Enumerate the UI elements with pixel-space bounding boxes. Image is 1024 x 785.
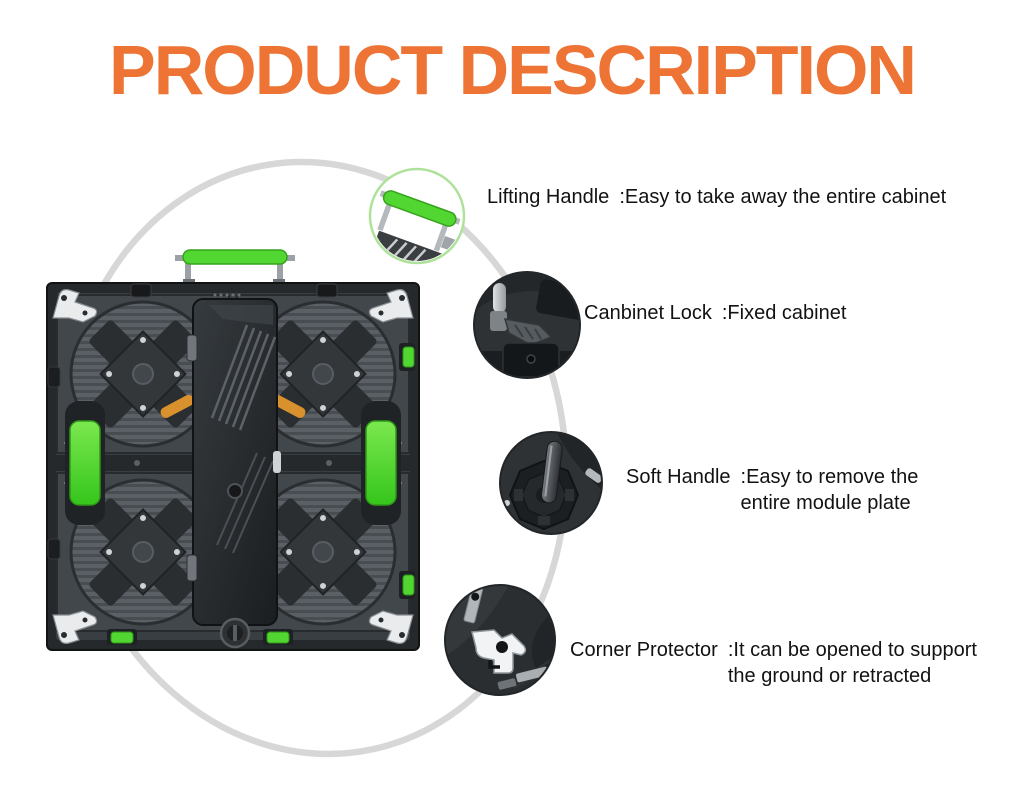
zoom-circle-lifting-handle bbox=[368, 167, 466, 265]
callout-label: Canbinet Lock bbox=[584, 302, 712, 324]
callout-label: Lifting Handle bbox=[487, 186, 610, 208]
page-title: PRODUCT DESCRIPTION bbox=[109, 31, 917, 109]
bottom-lock bbox=[219, 617, 251, 649]
right-clip-bottom bbox=[402, 574, 415, 596]
orange-latch-left bbox=[160, 394, 194, 418]
right-clip-top bbox=[402, 346, 415, 368]
callout-label: Corner Protector bbox=[570, 639, 718, 661]
callout-cabinet-lock: Canbinet Lock :Fixed cabinet bbox=[584, 300, 846, 326]
center-power-box bbox=[186, 298, 281, 626]
lifting-handle-closeup-icon bbox=[372, 190, 462, 261]
zoom-circle-corner-protector bbox=[444, 584, 556, 696]
cabinet-illustration bbox=[46, 249, 420, 651]
zoom-circle-soft-handle bbox=[499, 431, 603, 535]
callout-description: :Easy to take away the entire cabinet bbox=[619, 186, 947, 208]
callout-lifting-handle: Lifting Handle :Easy to take away the en… bbox=[487, 184, 946, 210]
callout-description: :Easy to remove the entire module plate bbox=[740, 466, 919, 515]
callout-description: :Fixed cabinet bbox=[721, 302, 847, 324]
callout-soft-handle: Soft Handle :Easy to remove the entire m… bbox=[626, 464, 953, 517]
bottom-clip-right bbox=[266, 631, 290, 644]
side-grip-left bbox=[69, 420, 101, 506]
callout-label: Soft Handle bbox=[626, 466, 731, 488]
orange-latch-right bbox=[272, 394, 306, 418]
callout-corner-protector: Corner Protector :It can be opened to su… bbox=[570, 637, 978, 690]
zoom-circle-cabinet-lock bbox=[473, 271, 581, 379]
bottom-clip-left bbox=[110, 631, 134, 644]
callout-description: :It can be opened to support the ground … bbox=[727, 639, 977, 688]
cabinet-lifting-handle bbox=[175, 249, 295, 287]
side-grip-right bbox=[365, 420, 397, 506]
